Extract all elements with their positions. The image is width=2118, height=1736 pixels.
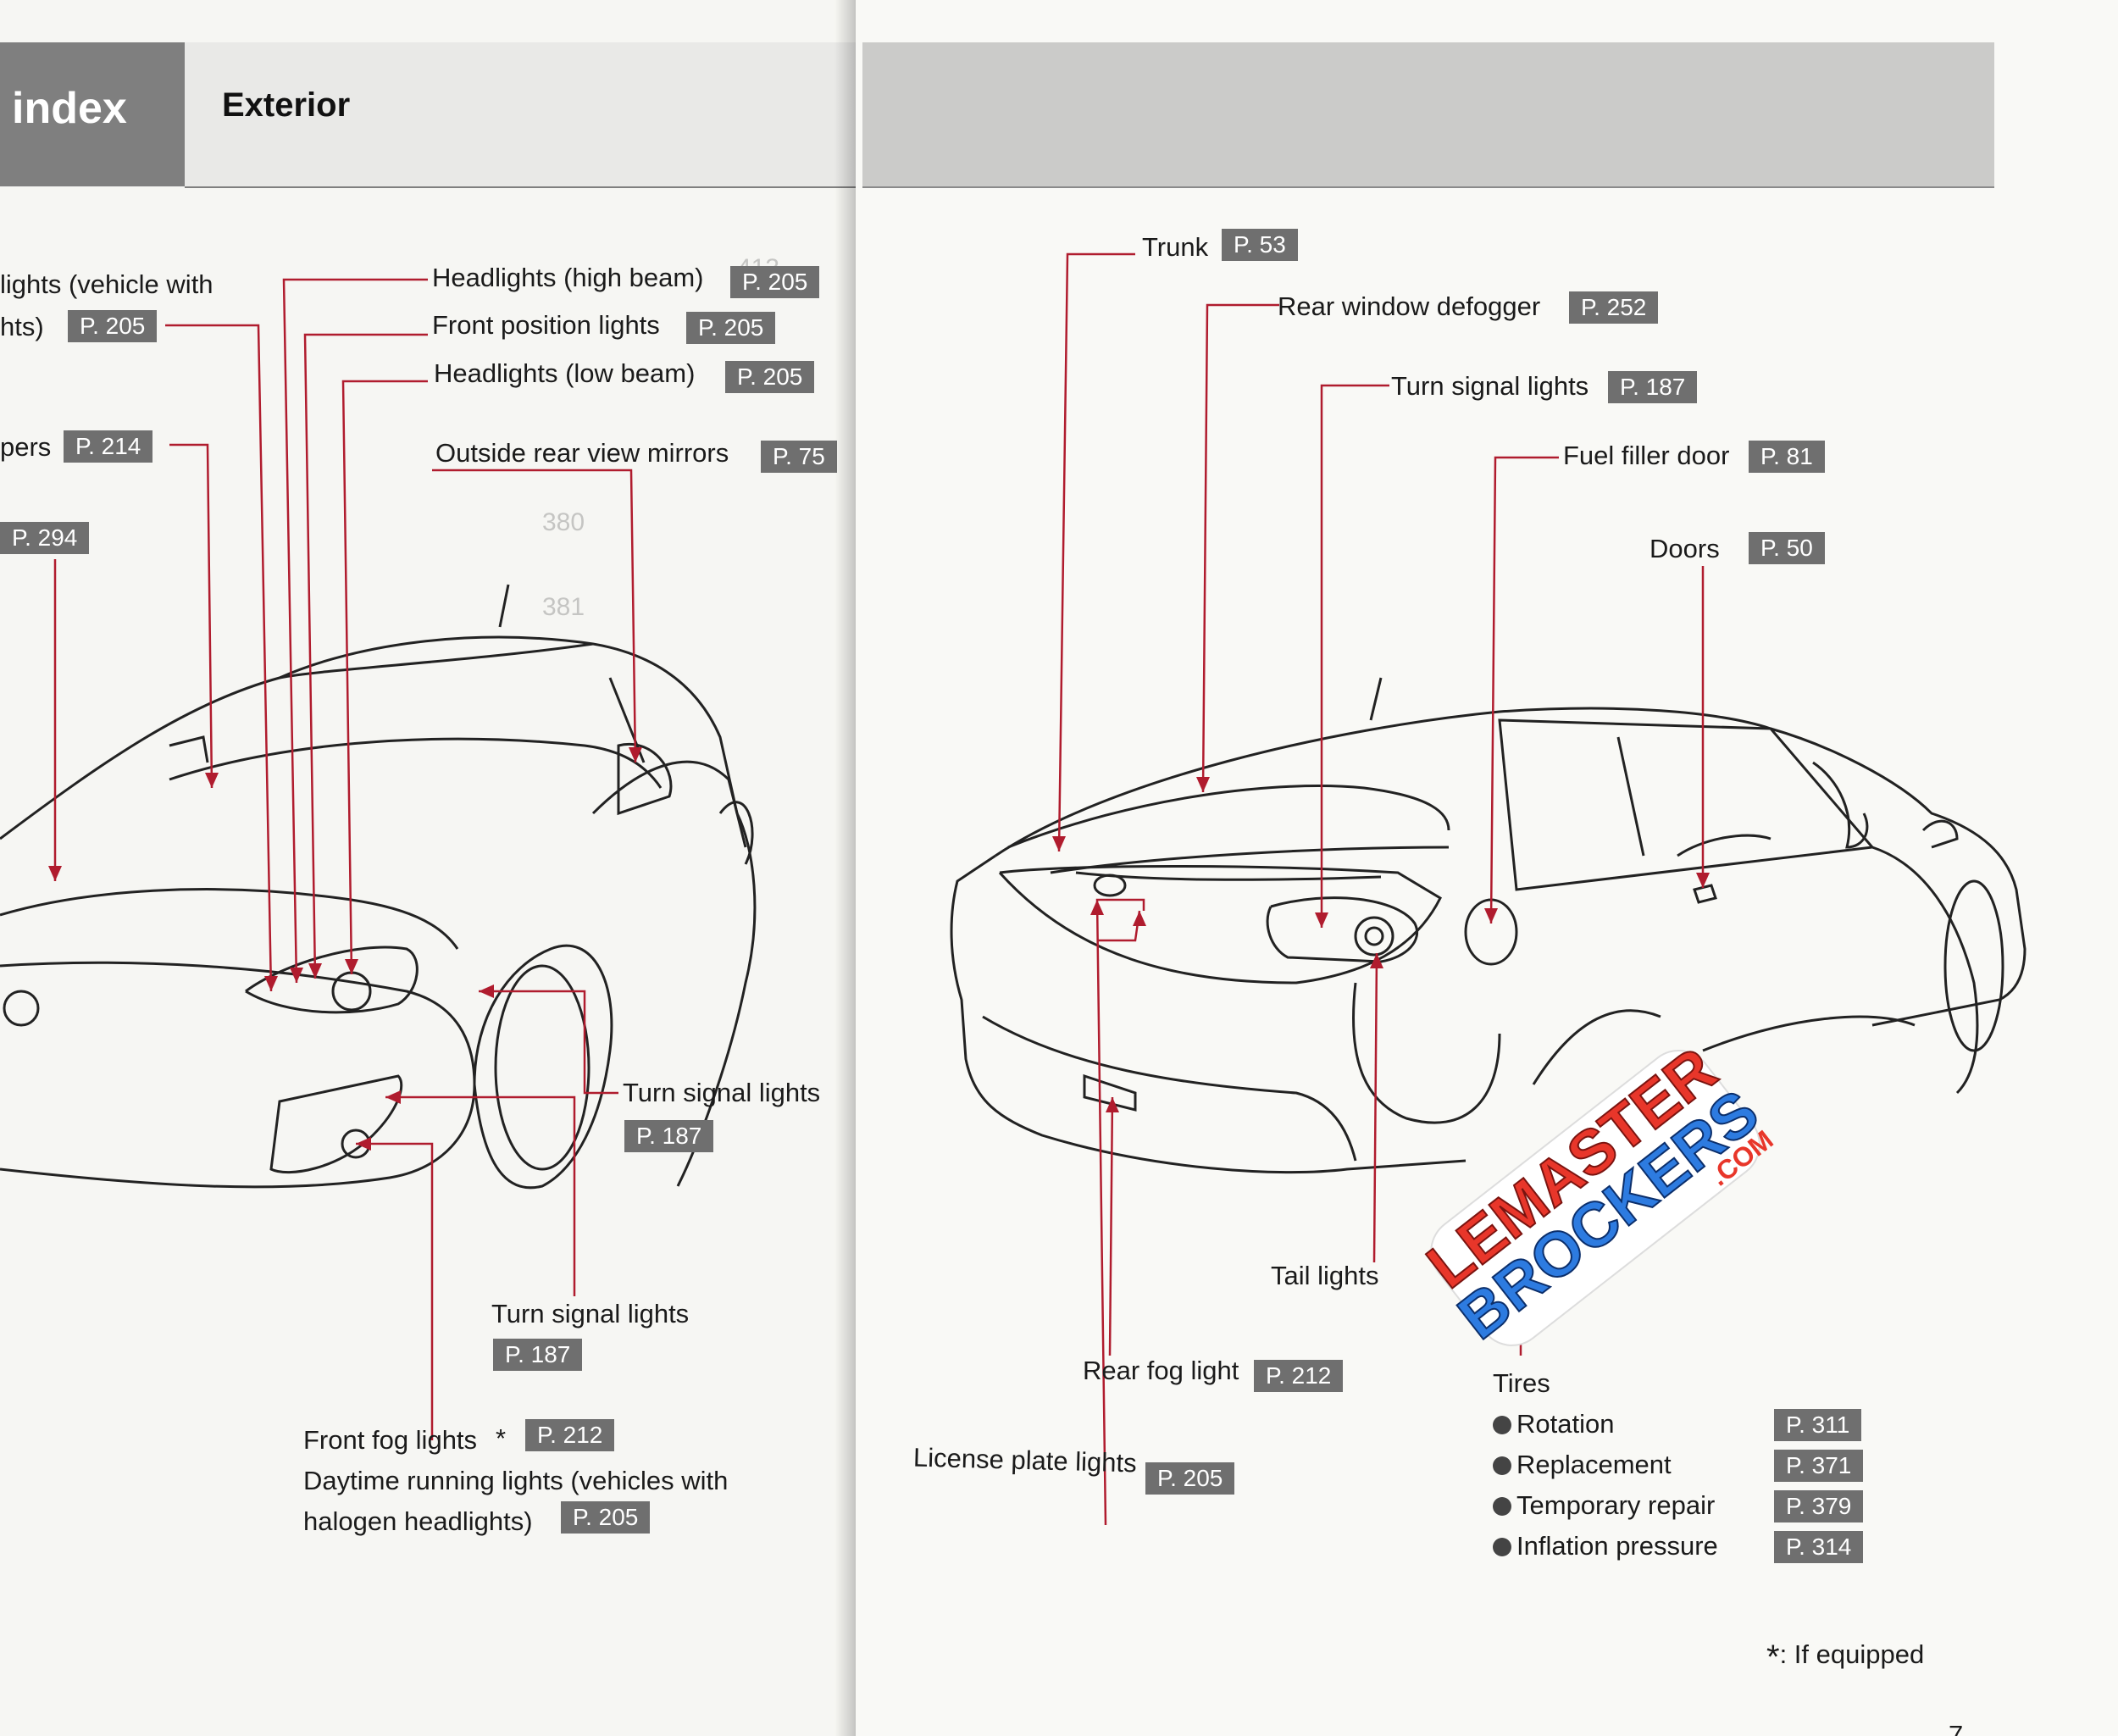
tail-lights-label: Tail lights	[1271, 1261, 1379, 1290]
index-title: index	[12, 84, 127, 133]
tire-replacement-page-ref[interactable]: P. 371	[1774, 1450, 1864, 1482]
front-fog-label: Front fog lights	[303, 1425, 478, 1455]
leader-lines-left	[48, 278, 642, 1440]
license-plate-label: License plate lights	[912, 1442, 1138, 1478]
turn-signal-side-label: Turn signal lights	[623, 1078, 821, 1107]
right-page: Trunk P. 53 Rear window defogger P. 252 …	[856, 0, 2118, 1736]
doors-page-ref[interactable]: P. 50	[1749, 532, 1825, 564]
drl-bottom-label-line2: halogen headlights)	[303, 1506, 533, 1536]
drl-top-label-line1: lights (vehicle with	[0, 269, 213, 299]
footnote-text: : If equipped	[1779, 1639, 1925, 1669]
tire-temporary-repair-page-ref[interactable]: P. 379	[1774, 1490, 1864, 1522]
front-car-illustration	[0, 584, 757, 1190]
front-position-label: Front position lights	[432, 310, 660, 340]
front-fog-asterisk: *	[496, 1423, 507, 1453]
bullet-icon	[1493, 1497, 1511, 1516]
front-fog-page-ref[interactable]: P. 212	[525, 1419, 615, 1451]
hood-page-ref[interactable]: P. 294	[0, 522, 90, 554]
turn-signal-side-page-ref[interactable]: P. 187	[624, 1120, 714, 1152]
rear-defogger-page-ref[interactable]: P. 252	[1569, 291, 1659, 324]
bullet-icon	[1493, 1416, 1511, 1434]
lemaster-brockers-logo: LEMASTER BROCKERS .COM	[1413, 1034, 1778, 1353]
footnote-asterisk: *	[1766, 1639, 1780, 1676]
tire-item-temporary-repair: Temporary repair	[1493, 1490, 1715, 1521]
drl-top-label-line2: hts)	[0, 312, 44, 341]
wipers-label: pers	[0, 432, 52, 462]
left-page: index Exterior 413 380 381	[0, 0, 856, 1736]
turn-signal-rear-page-ref[interactable]: P. 187	[1608, 371, 1698, 403]
tire-item-inflation-pressure: Inflation pressure	[1493, 1531, 1718, 1561]
turn-signal-front-page-ref[interactable]: P. 187	[493, 1339, 583, 1371]
drl-bottom-label-line1: Daytime running lights (vehicles with	[303, 1466, 729, 1495]
drl-bottom-page-ref[interactable]: P. 205	[561, 1501, 651, 1534]
tire-item-rotation: Rotation	[1493, 1409, 1614, 1439]
headlights-low-label: Headlights (low beam)	[434, 358, 696, 388]
footnote: *: If equipped	[1766, 1639, 1924, 1677]
tire-item-label: Temporary repair	[1516, 1490, 1716, 1520]
page-number: 7	[1949, 1720, 1964, 1736]
license-plate-page-ref[interactable]: P. 205	[1145, 1462, 1235, 1495]
header-bar	[862, 42, 1994, 188]
rear-fog-label: Rear fog light	[1083, 1356, 1239, 1385]
front-position-page-ref[interactable]: P. 205	[686, 312, 776, 344]
rear-defogger-label: Rear window defogger	[1278, 291, 1541, 321]
trunk-page-ref[interactable]: P. 53	[1222, 229, 1298, 261]
trunk-label: Trunk	[1142, 232, 1209, 262]
turn-signal-rear-label: Turn signal lights	[1391, 371, 1589, 401]
headlights-low-page-ref[interactable]: P. 205	[725, 361, 815, 393]
section-title: Exterior	[222, 86, 351, 124]
tires-label: Tires	[1493, 1368, 1550, 1398]
doors-label: Doors	[1649, 534, 1720, 563]
drl-top-page-ref[interactable]: P. 205	[68, 310, 158, 342]
headlights-high-page-ref[interactable]: P. 205	[730, 266, 820, 298]
bullet-icon	[1493, 1538, 1511, 1556]
mirrors-label: Outside rear view mirrors	[435, 438, 729, 468]
header-bar	[185, 42, 856, 188]
rear-fog-page-ref[interactable]: P. 212	[1254, 1360, 1344, 1392]
fuel-filler-page-ref[interactable]: P. 81	[1749, 441, 1825, 473]
tire-item-label: Inflation pressure	[1516, 1531, 1718, 1561]
tire-rotation-page-ref[interactable]: P. 311	[1774, 1409, 1862, 1441]
tire-item-label: Replacement	[1516, 1450, 1672, 1479]
headlights-high-label: Headlights (high beam)	[432, 263, 704, 292]
bleed-text: 380	[542, 508, 585, 536]
tire-inflation-pressure-page-ref[interactable]: P. 314	[1774, 1531, 1864, 1563]
index-tab	[0, 42, 185, 186]
mirrors-page-ref[interactable]: P. 75	[761, 441, 837, 473]
tire-item-replacement: Replacement	[1493, 1450, 1672, 1480]
tire-item-label: Rotation	[1516, 1409, 1615, 1439]
rear-car-illustration	[950, 677, 2027, 1174]
bullet-icon	[1493, 1456, 1511, 1475]
bleed-text: 381	[542, 593, 585, 621]
turn-signal-front-label: Turn signal lights	[491, 1299, 690, 1328]
fuel-filler-label: Fuel filler door	[1563, 441, 1730, 470]
wipers-page-ref[interactable]: P. 214	[64, 430, 153, 463]
